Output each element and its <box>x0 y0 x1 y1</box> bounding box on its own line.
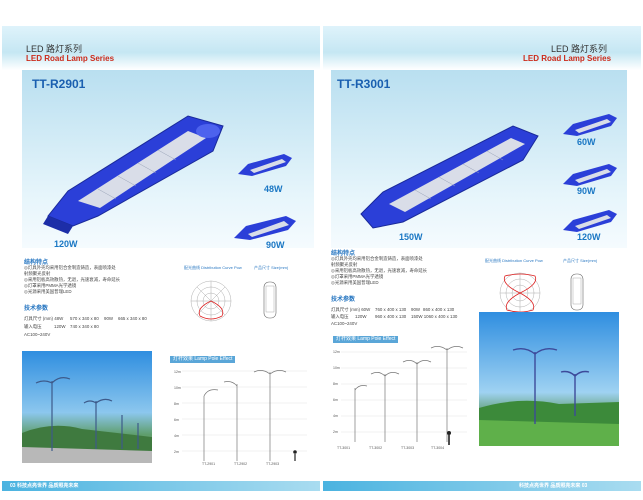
watt-label-90w: 90W <box>577 186 596 196</box>
feature-line: ◎采用铝板高效散热，无退，光速衰减，寿命延长 <box>24 277 121 282</box>
effect-title: 灯杆效果 Lamp Pole Effect <box>333 336 399 343</box>
series-title-cn: LED 路灯系列 <box>551 44 608 54</box>
pole-effect-diagram <box>341 346 467 442</box>
specs-title: 技术参数 <box>331 297 356 303</box>
spec-cell: 120W <box>355 314 367 319</box>
pole-model-label: TT-2902 <box>234 462 248 466</box>
spec-cell: 960 x 400 x 130 <box>375 314 407 319</box>
pole-model-label: TT-2901 <box>202 462 216 466</box>
product-size-diagram <box>263 281 277 319</box>
pole-axis-label: 12m <box>174 370 181 374</box>
feature-line: ◎灯罩采用PMMA光学透镜 <box>24 283 77 288</box>
lamp-120w-image <box>563 210 617 232</box>
series-title-cn: LED 路灯系列 <box>26 44 83 54</box>
header-band <box>323 26 641 70</box>
spec-cell: 760 x 400 x 130 <box>375 307 407 312</box>
spec-cell: 860 x 400 x 130 <box>423 307 455 312</box>
footer-band <box>323 481 641 491</box>
effect-title: 灯杆效果 Lamp Pole Effect <box>170 356 236 363</box>
watt-label-48w: 48W <box>264 184 283 194</box>
lamp-150w-image <box>360 125 539 229</box>
pole-axis-label: 12m <box>333 350 340 354</box>
pole-axis-label: 4m <box>333 414 338 418</box>
pole-axis-label: 6m <box>174 418 179 422</box>
left-page: LED 路灯系列 LED Road Lamp Series TT-R2901 1… <box>2 26 320 491</box>
size-label: 产品尺寸 Size(mm) <box>254 265 289 270</box>
footer-band <box>2 481 320 491</box>
person-scale-icon <box>447 431 451 445</box>
pole-model-label: TT-3003 <box>401 446 415 450</box>
series-title-en: LED Road Lamp Series <box>523 54 612 63</box>
spec-cell: 740 x 340 x 80 <box>70 324 99 329</box>
pole-axis-label: 2m <box>174 450 179 454</box>
distribution-curve-diagram <box>499 272 541 314</box>
pole-model-label: TT-3001 <box>337 446 351 450</box>
pole-model-label: TT-2903 <box>266 462 280 466</box>
feature-line: 射频聚光反射 <box>331 262 358 267</box>
spec-cell: 665 x 340 x 80 <box>118 316 147 321</box>
feature-line: ◎灯罩采用PMMA光学透镜 <box>331 274 384 279</box>
feature-line: ◎光源采用美国普瑞LED <box>331 280 379 285</box>
feature-line: ◎灯具外壳均采用铝合金制造铸造，表面喷漆处 <box>24 265 116 270</box>
lamp-90w-image <box>563 164 617 186</box>
spec-cell: 输入电压 <box>331 314 349 319</box>
pole-axis-label: 6m <box>333 398 338 402</box>
street-photo <box>479 312 619 446</box>
footer-slogan: 科技点亮世界 品质照亮未来 03 <box>519 483 588 489</box>
spec-cell: 输入电压 <box>24 324 42 329</box>
street-photo <box>22 351 152 463</box>
spec-cell: 灯具尺寸 (mm) 60W <box>331 307 371 312</box>
spec-cell: 150W 1060 x 400 x 130 <box>411 314 458 319</box>
specs-title: 技术参数 <box>24 306 49 312</box>
model-name: TT-R3001 <box>337 77 391 91</box>
lamp-60w-image <box>563 114 617 136</box>
feature-line: ◎灯具外壳均采用铝合金制造铸造，表面喷漆处 <box>331 256 423 261</box>
pole-axis-label: 10m <box>333 366 340 370</box>
lamp-120w-image <box>43 115 224 234</box>
pole-model-label: TT-3002 <box>369 446 383 450</box>
series-title-en: LED Road Lamp Series <box>26 54 115 63</box>
pole-axis-label: 8m <box>174 402 179 406</box>
dist-curve-label: 配光曲线 Distribution Curve Pow <box>485 258 543 263</box>
pole-model-label: TT-3004 <box>431 446 445 450</box>
footer-slogan: 03 科技点亮世界 品质照亮未来 <box>10 483 79 489</box>
model-name: TT-R2901 <box>32 77 86 91</box>
spec-cell: 120W <box>54 324 66 329</box>
pole-axis-label: 4m <box>174 434 179 438</box>
pole-axis-label: 2m <box>333 430 338 434</box>
watt-label-90w: 90W <box>266 240 285 250</box>
header-band <box>2 26 320 70</box>
dist-curve-label: 配光曲线 Distribution Curve Pow <box>184 265 242 270</box>
spec-cell: AC100~240V <box>24 332 51 337</box>
size-label: 产品尺寸 Size(mm) <box>563 258 598 263</box>
pole-effect-diagram <box>182 370 307 461</box>
watt-label-120w: 120W <box>54 239 78 249</box>
feature-line: 射频聚光反射 <box>24 271 51 276</box>
lamp-90w-image <box>234 216 296 240</box>
feature-line: ◎采用铝板高效散热，无退，光速衰减，寿命延长 <box>331 268 428 273</box>
features-title: 结构特点 <box>331 251 356 257</box>
pole-axis-label: 8m <box>333 382 338 386</box>
pole-axis-label: 10m <box>174 386 181 390</box>
watt-label-60w: 60W <box>577 137 596 147</box>
feature-line: ◎光源采用美国普瑞LED <box>24 289 72 294</box>
features-title: 结构特点 <box>24 260 49 266</box>
distribution-curve-diagram <box>190 280 232 322</box>
product-size-diagram <box>570 273 584 311</box>
spec-cell: 90W <box>411 307 421 312</box>
spec-cell: AC100~240V <box>331 321 358 326</box>
right-page: LED 路灯系列 LED Road Lamp Series TT-R3001 1… <box>323 26 641 491</box>
lamp-48w-image <box>238 154 292 176</box>
watt-label-120w: 120W <box>577 232 601 242</box>
watt-label-150w: 150W <box>399 232 423 242</box>
spec-cell: 570 x 340 x 80 <box>70 316 99 321</box>
spec-cell: 90W <box>104 316 114 321</box>
spec-cell: 灯具尺寸 (mm) 48W <box>24 316 64 321</box>
